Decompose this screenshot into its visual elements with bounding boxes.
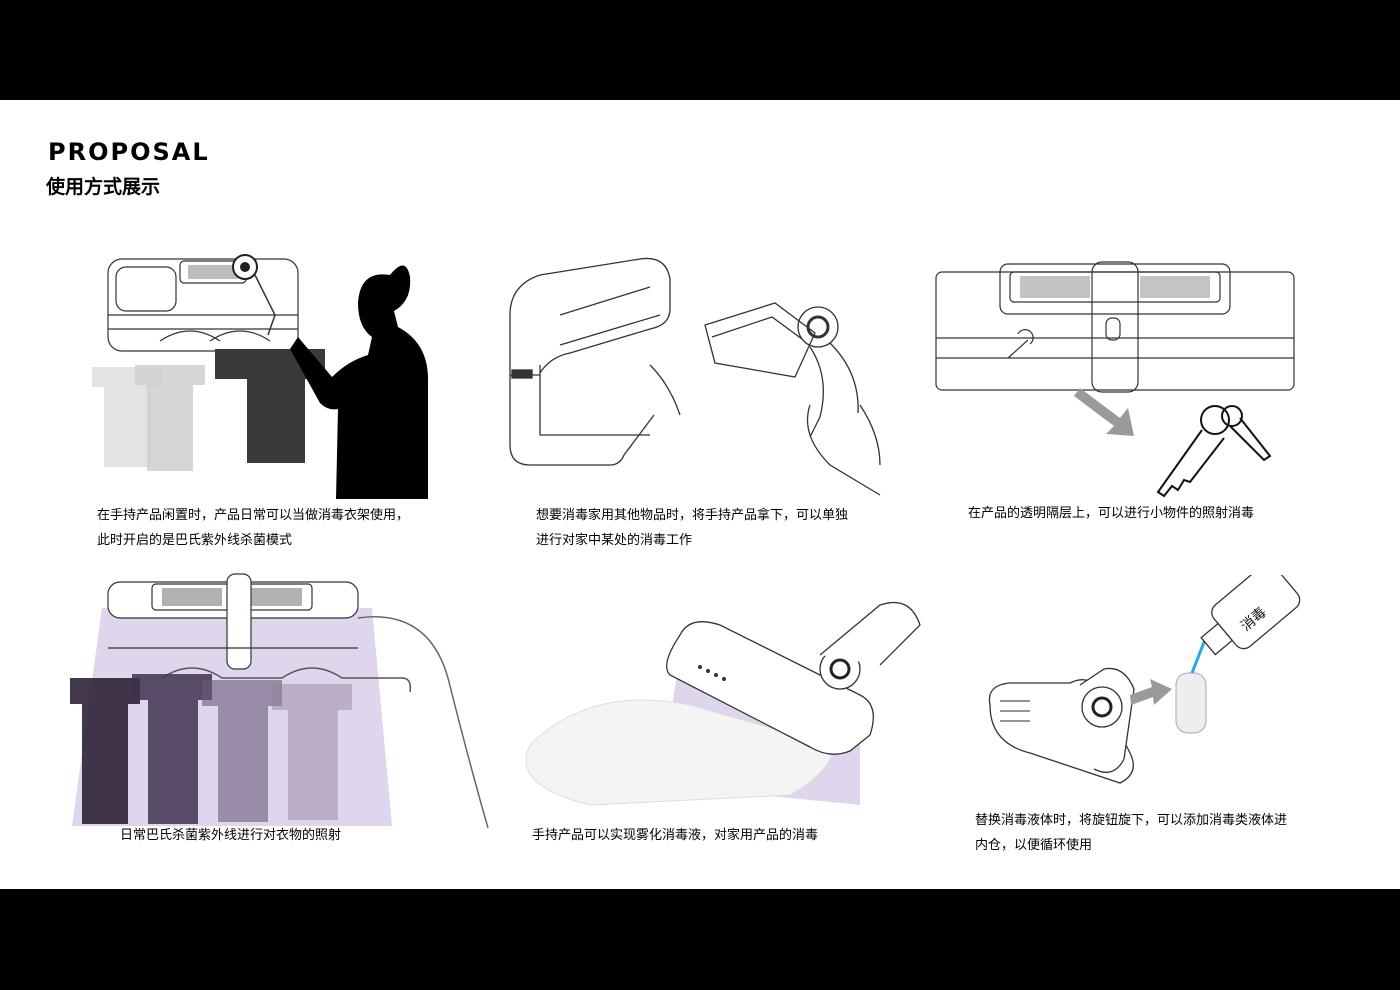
bottom-black-bar <box>0 889 1400 990</box>
caption-1: 在手持产品闲置时，产品日常可以当做消毒衣架使用， 此时开启的是巴氏紫外线杀菌模式 <box>97 508 410 548</box>
illustration-refill-liquid: 消毒 <box>988 575 1301 784</box>
caption-2: 想要消毒家用其他物品时，将手持产品拿下，可以单独 进行对家中某处的消毒工作 <box>536 508 849 548</box>
caption-4: 日常巴氏杀菌紫外线进行对衣物的照射 <box>120 828 342 843</box>
caption-3: 在产品的透明隔层上，可以进行小物件的照射消毒 <box>968 506 1255 521</box>
illustration-pillow-mist <box>525 601 921 806</box>
illustration-handheld-removed <box>509 257 881 496</box>
illustration-keys-disinfect <box>935 261 1295 498</box>
page-title: PROPOSAL <box>48 138 210 166</box>
caption-6: 替换消毒液体时，将旋钮旋下，可以添加消毒类液体进 内仓，以便循环使用 <box>975 813 1288 853</box>
caption-5: 手持产品可以实现雾化消毒液，对家用产品的消毒 <box>532 828 819 843</box>
page-subtitle: 使用方式展示 <box>46 176 161 198</box>
illustration-uv-clothes <box>70 573 489 828</box>
top-black-bar <box>0 0 1400 100</box>
illustration-hanger-person <box>92 254 428 499</box>
